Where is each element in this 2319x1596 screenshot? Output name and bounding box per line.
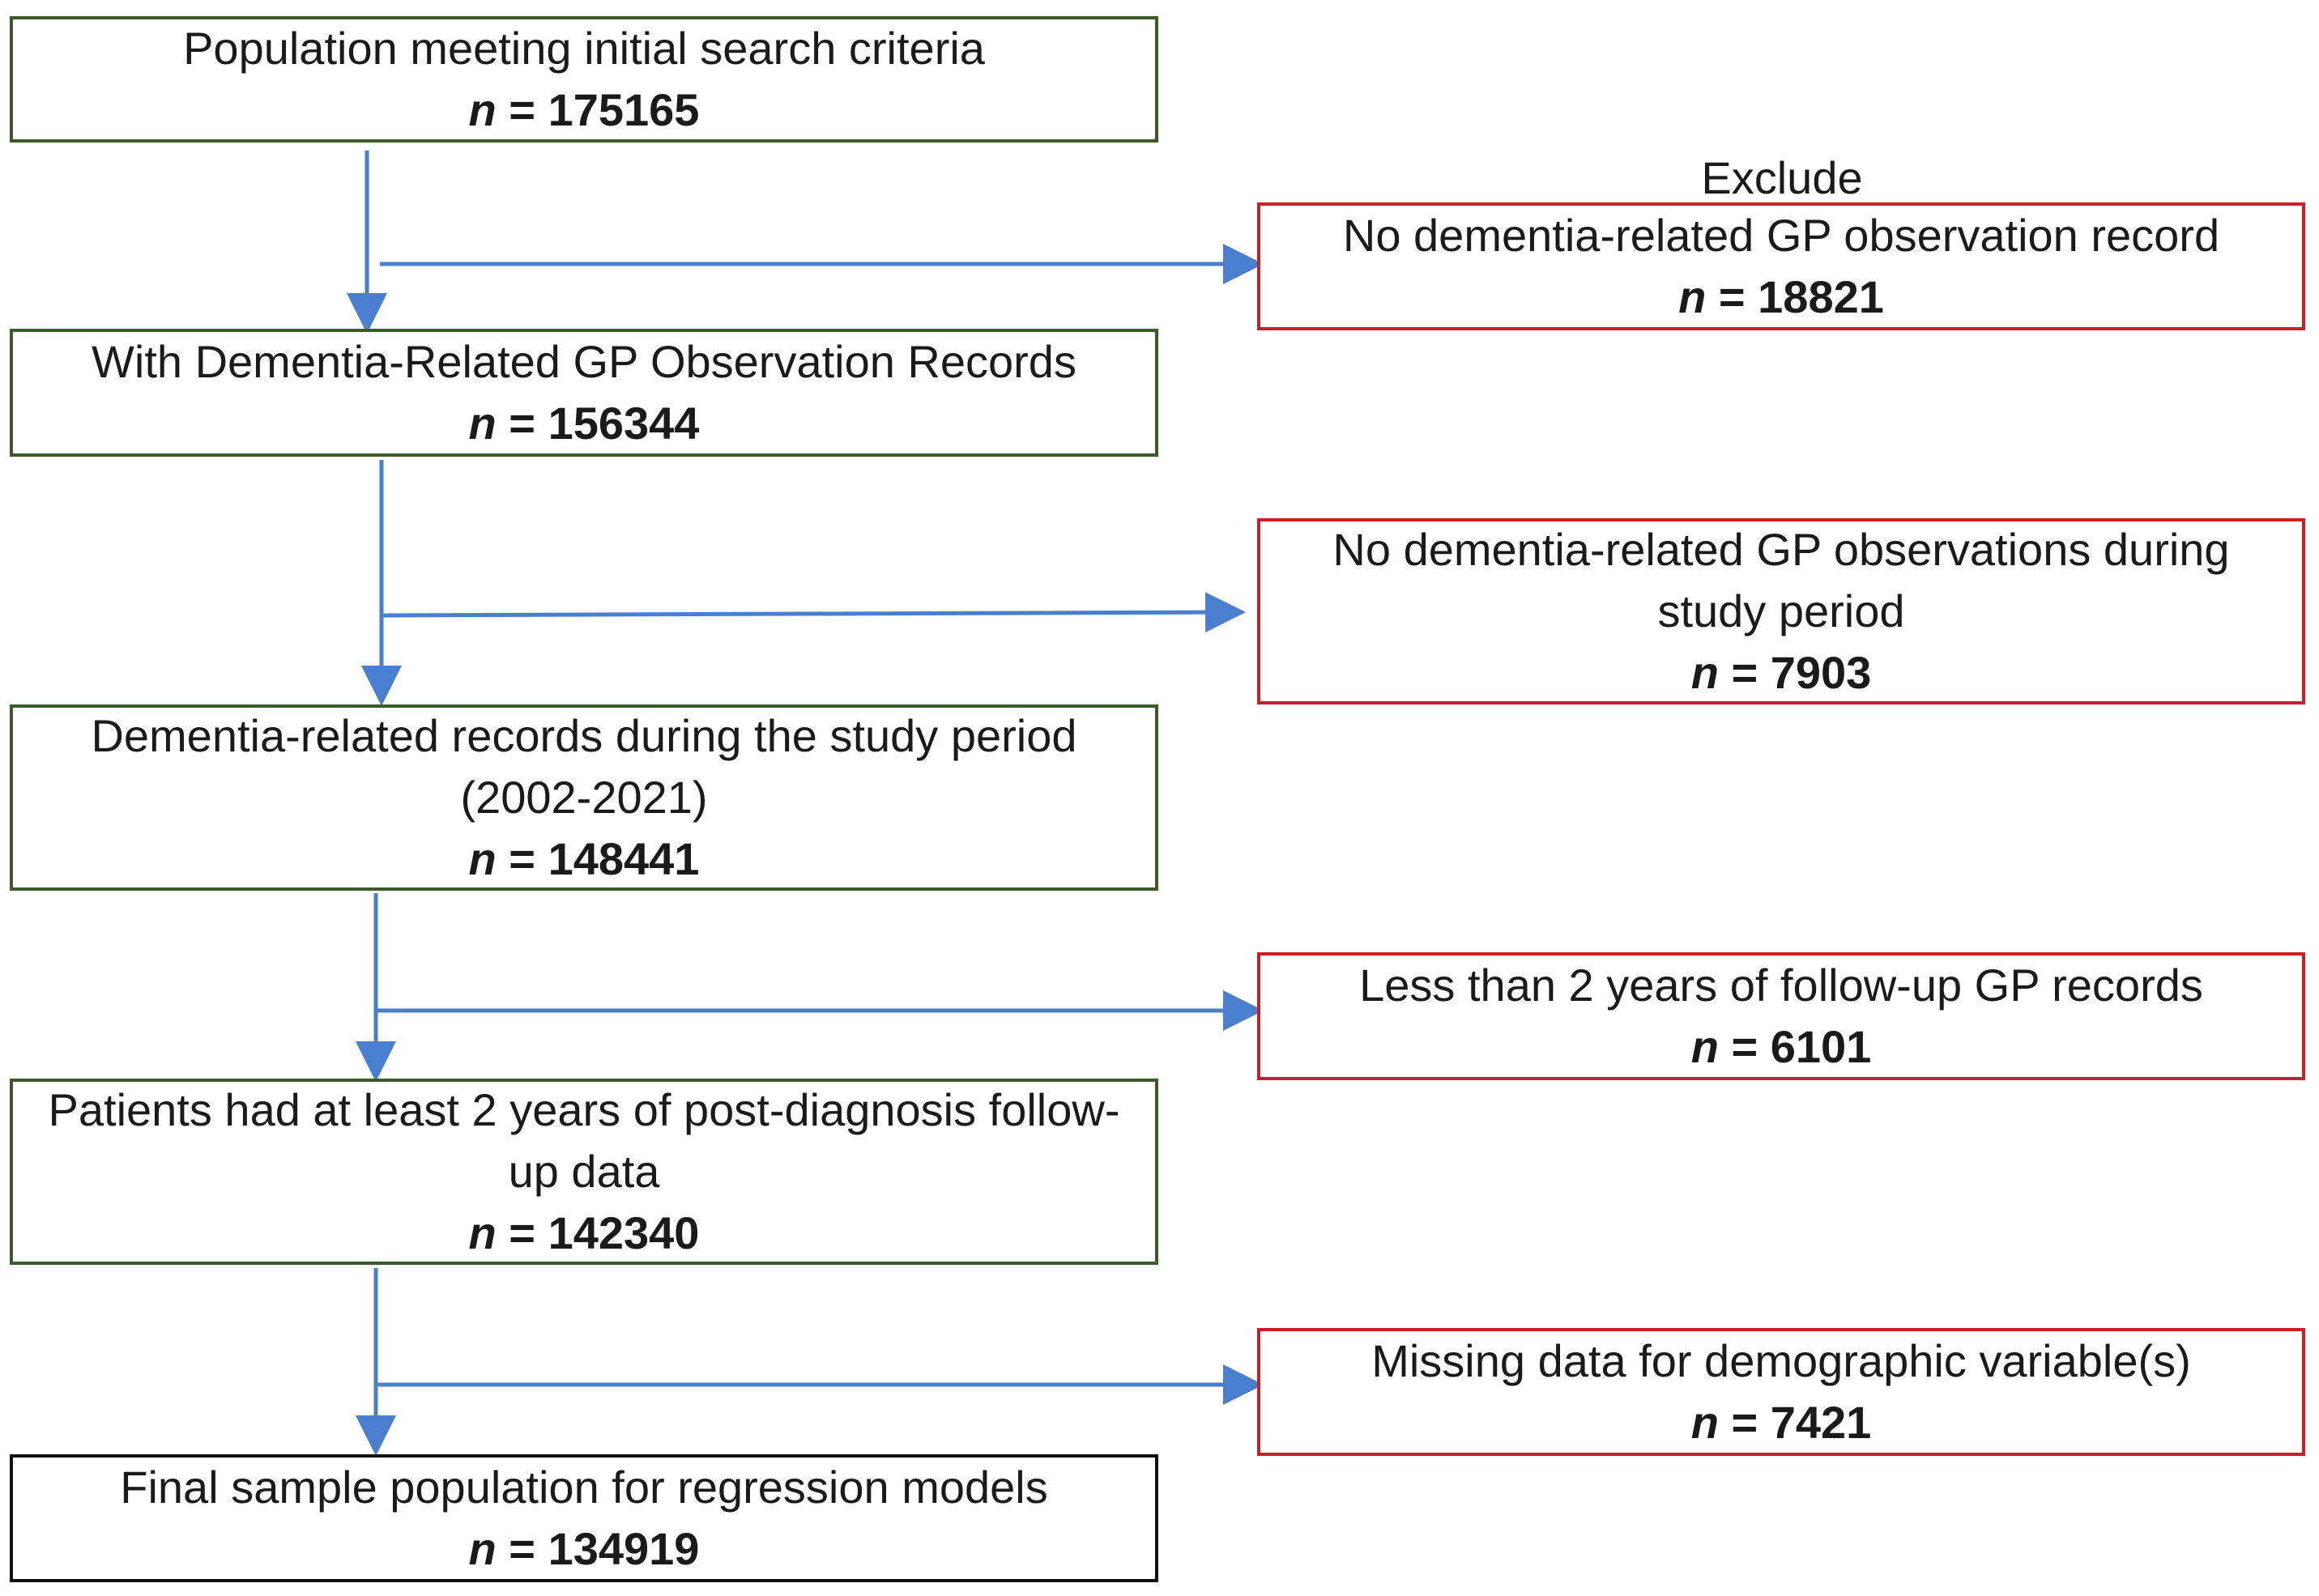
exclusion-box-no-study-period: No dementia-related GP observations duri… <box>1257 518 2305 704</box>
box-text-line: Population meeting initial search criter… <box>183 23 985 74</box>
box-count: n = 142340 <box>468 1207 700 1258</box>
box-text-line: Final sample population for regression m… <box>120 1462 1048 1513</box>
box-text-line: Patients had at least 2 years of post-di… <box>48 1084 1120 1135</box>
box-text-line: With Dementia-Related GP Observation Rec… <box>92 336 1076 387</box>
count-value: 148441 <box>548 833 700 884</box>
exclusion-arrow-2 <box>381 592 1246 633</box>
box-count: n = 6101 <box>1690 1021 1872 1072</box>
box-text-line: Less than 2 years of follow-up GP record… <box>1359 960 2203 1011</box>
box-count: n = 148441 <box>468 833 700 884</box>
box-count: n = 7421 <box>1690 1397 1872 1448</box>
main-box-population: Population meeting initial search criter… <box>10 16 1158 143</box>
box-text-line: study period <box>1657 585 1905 636</box>
box-text-line: Missing data for demographic variable(s) <box>1371 1335 2191 1386</box>
count-value: 156344 <box>548 398 700 449</box>
box-text-line: Dementia-related records during the stud… <box>91 710 1077 761</box>
box-text-line: No dementia-related GP observation recor… <box>1342 210 2220 261</box>
n-symbol: n <box>468 1207 497 1258</box>
box-text-line: No dementia-related GP observations duri… <box>1332 524 2230 575</box>
count-value: 134919 <box>548 1523 700 1574</box>
exclusion-box-short-follow-up: Less than 2 years of follow-up GP record… <box>1257 952 2305 1080</box>
box-count: n = 175165 <box>468 84 700 135</box>
count-value: 175165 <box>548 84 700 135</box>
n-symbol: n <box>1690 1397 1719 1448</box>
n-symbol: n <box>468 1523 497 1574</box>
main-box-final-sample: Final sample population for regression m… <box>10 1454 1158 1582</box>
exclusion-box-no-record: No dementia-related GP observation recor… <box>1257 202 2305 330</box>
n-symbol: n <box>468 84 497 135</box>
box-text-line: up data <box>508 1146 660 1197</box>
exclusion-box-missing-demographics: Missing data for demographic variable(s)… <box>1257 1328 2305 1456</box>
count-value: 142340 <box>548 1207 700 1258</box>
n-symbol: n <box>1690 647 1719 698</box>
main-box-with-records: With Dementia-Related GP Observation Rec… <box>10 329 1158 457</box>
n-symbol: n <box>468 398 497 449</box>
n-symbol: n <box>1678 271 1707 322</box>
count-value: 7421 <box>1770 1397 1872 1448</box>
box-text-line: (2002-2021) <box>460 772 708 823</box>
exclude-label: Exclude <box>1701 152 1863 203</box>
count-value: 6101 <box>1770 1021 1872 1072</box>
n-symbol: n <box>468 833 497 884</box>
n-symbol: n <box>1690 1021 1719 1072</box>
main-box-follow-up: Patients had at least 2 years of post-di… <box>10 1079 1158 1265</box>
box-count: n = 18821 <box>1678 271 1884 322</box>
count-value: 7903 <box>1770 647 1872 698</box>
main-box-study-period: Dementia-related records during the stud… <box>10 704 1158 891</box>
box-count: n = 156344 <box>468 398 700 449</box>
box-count: n = 7903 <box>1690 647 1872 698</box>
count-value: 18821 <box>1758 271 1884 322</box>
box-count: n = 134919 <box>468 1523 700 1574</box>
